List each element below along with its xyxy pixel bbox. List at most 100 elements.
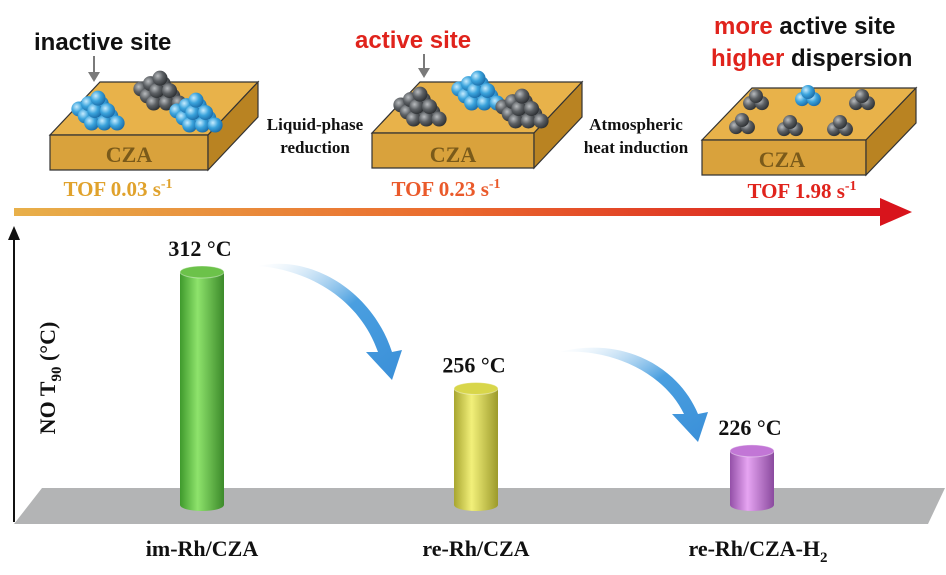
rh-atom	[412, 86, 428, 102]
transition-line-2: heat induction	[584, 138, 689, 157]
blue-rh-cluster	[169, 92, 223, 133]
tof-label: TOF 0.23 s-1	[391, 177, 500, 201]
blue-rh-cluster	[71, 90, 125, 131]
transition-label-1: Liquid-phase reduction	[267, 115, 364, 157]
rh-atom	[511, 101, 527, 117]
rh-atom	[467, 83, 483, 99]
stage-3: CZA more active site higher dispersion T…	[700, 13, 918, 203]
rh-atom	[90, 90, 106, 106]
stage-caption-line-2: higher dispersion	[711, 45, 912, 72]
transition-line-2: reduction	[280, 138, 350, 157]
data-label: 226 °C	[718, 415, 781, 440]
stage-2: CZA active site TOF 0.23 s-1	[355, 27, 584, 201]
trend-arrow-2	[560, 347, 708, 442]
rh-atom	[96, 115, 112, 131]
bar-chart: NO T90 (°C) 312 °C 256 °C 226 °C im-Rh/CZA…	[8, 226, 945, 566]
dark-rh-cluster	[133, 70, 187, 111]
rh-atom	[149, 83, 165, 99]
support-side	[533, 80, 583, 170]
category-label: re-Rh/CZA	[422, 536, 529, 561]
rh-atom	[109, 115, 125, 131]
bar-top	[179, 265, 225, 279]
rh-atom	[152, 70, 168, 86]
rh-atom	[182, 117, 198, 133]
transition-line-1: Liquid-phase	[267, 115, 364, 134]
bar-base	[180, 499, 224, 511]
transition-line-1: Atmospheric	[589, 115, 683, 134]
tof-label: TOF 1.98 s-1	[747, 179, 856, 203]
rh-atom	[409, 99, 425, 115]
dark-rh-cluster	[393, 86, 447, 127]
stage-caption: active site	[355, 27, 471, 54]
bar-body	[454, 388, 498, 505]
pointer-arrow	[418, 54, 430, 78]
rh-clusters-2	[393, 70, 549, 129]
rh-atom	[198, 105, 214, 121]
rh-atom	[514, 88, 530, 104]
data-label: 312 °C	[168, 236, 231, 261]
category-label: re-Rh/CZA-H2	[688, 536, 827, 566]
rh-atom	[100, 103, 116, 119]
category-label: im-Rh/CZA	[146, 536, 259, 561]
stage-1: CZA inactive site TOF 0.03 s-1	[34, 29, 260, 201]
rh-atom	[188, 92, 204, 108]
stage-caption: more active site	[714, 13, 895, 40]
data-label: 256 °C	[442, 353, 505, 378]
rh-atom	[464, 95, 480, 111]
rh-atom	[418, 111, 434, 127]
bar-series: 312 °C 256 °C 226 °C	[168, 236, 782, 511]
rh-atom	[431, 111, 447, 127]
rh-atom	[801, 85, 815, 99]
bar-top	[729, 444, 775, 458]
rh-atom	[162, 83, 178, 99]
dark-rh-trimer	[849, 89, 875, 111]
bar-2: 256 °C	[442, 353, 506, 511]
dark-rh-cluster	[495, 88, 549, 129]
dark-rh-trimer	[729, 113, 755, 135]
stage-caption: inactive site	[34, 29, 171, 56]
dark-rh-trimer	[777, 115, 803, 137]
y-axis-arrowhead	[8, 226, 20, 240]
bar-3: 226 °C	[718, 415, 782, 511]
y-axis-title: NO T90 (°C)	[35, 322, 65, 435]
progress-arrow-head	[880, 198, 912, 226]
trend-arrow-1	[258, 263, 402, 380]
rh-atom	[470, 70, 486, 86]
bar-1: 312 °C	[168, 236, 232, 511]
category-labels: im-Rh/CZA re-Rh/CZA re-Rh/CZA-H2	[146, 536, 828, 566]
rh-atom	[524, 101, 540, 117]
rh-atom	[783, 115, 797, 129]
support-label: CZA	[759, 147, 806, 172]
rh-clusters-3	[729, 85, 875, 137]
pointer-arrow	[88, 56, 100, 82]
transition-label-2: Atmospheric heat induction	[584, 115, 689, 157]
rh-atom	[749, 89, 763, 103]
progress-arrow	[14, 198, 912, 226]
rh-atom	[735, 113, 749, 127]
support-side	[865, 86, 917, 177]
progress-arrow-shaft	[14, 208, 884, 216]
rh-atom	[480, 83, 496, 99]
bar-body	[730, 450, 774, 505]
rh-atom	[194, 117, 210, 133]
rh-atom	[855, 89, 869, 103]
dark-rh-trimer	[743, 89, 769, 111]
rh-atom	[833, 115, 847, 129]
rh-atom	[207, 117, 223, 133]
rh-atom	[508, 113, 524, 129]
blue-rh-cluster	[451, 70, 505, 111]
bar-base	[454, 499, 498, 511]
rh-atom	[476, 95, 492, 111]
support-label: CZA	[430, 142, 477, 167]
tof-label: TOF 0.03 s-1	[63, 177, 172, 201]
rh-clusters-1	[71, 70, 223, 133]
rh-atom	[406, 111, 422, 127]
rh-atom	[520, 113, 536, 129]
blue-rh-trimer	[795, 85, 821, 107]
rh-atom	[146, 95, 162, 111]
bar-body	[180, 272, 224, 505]
rh-atom	[422, 99, 438, 115]
rh-atom	[87, 103, 103, 119]
dark-rh-trimer	[827, 115, 853, 137]
